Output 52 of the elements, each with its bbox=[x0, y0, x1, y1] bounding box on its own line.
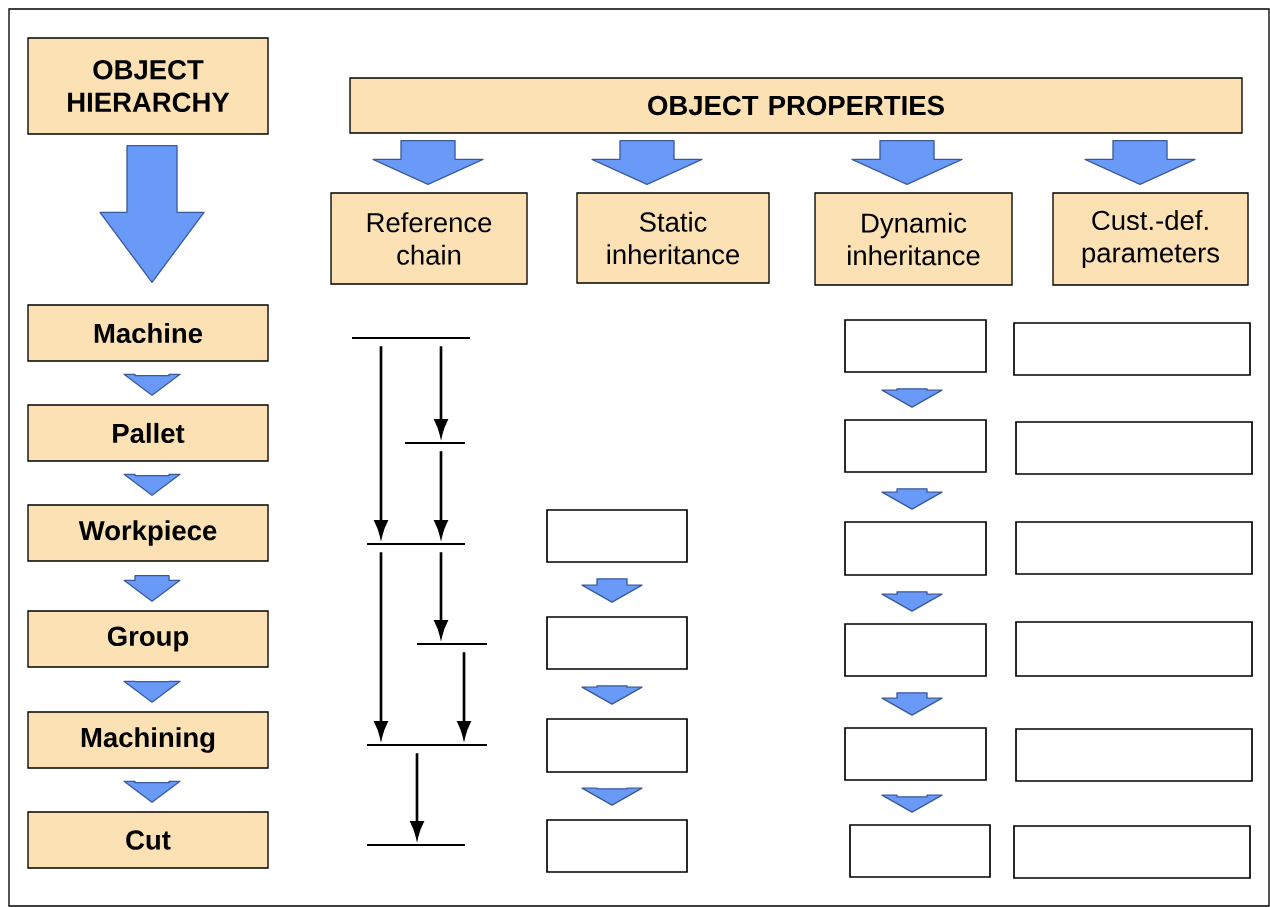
block-arrow bbox=[881, 591, 943, 612]
level-box: Machine bbox=[27, 304, 269, 362]
level-box: Machining bbox=[27, 711, 269, 769]
bar-line bbox=[367, 744, 487, 746]
empty-box bbox=[546, 616, 688, 670]
empty-box bbox=[844, 521, 987, 576]
empty-box bbox=[849, 824, 991, 878]
category-box: Static inheritance bbox=[576, 192, 770, 284]
bar-line bbox=[367, 543, 465, 545]
block-arrow bbox=[99, 145, 205, 283]
category-box: Dynamic inheritance bbox=[814, 192, 1013, 286]
empty-box bbox=[1013, 322, 1251, 376]
empty-box bbox=[546, 509, 688, 563]
block-arrow bbox=[123, 373, 181, 396]
block-arrow bbox=[591, 140, 703, 185]
empty-box bbox=[1015, 621, 1253, 677]
level-box: Workpiece bbox=[27, 504, 269, 562]
category-box: Cust.-def. parameters bbox=[1052, 192, 1249, 286]
block-arrow bbox=[881, 794, 943, 813]
block-arrow bbox=[881, 388, 943, 408]
level-box: Cut bbox=[27, 811, 269, 869]
block-arrow bbox=[881, 692, 943, 716]
block-arrow bbox=[123, 780, 181, 803]
category-box: Reference chain bbox=[330, 192, 528, 285]
level-box: Group bbox=[27, 610, 269, 668]
empty-box bbox=[844, 727, 987, 781]
block-arrow bbox=[851, 140, 963, 185]
block-arrow bbox=[581, 578, 643, 603]
block-arrow bbox=[581, 685, 643, 705]
block-arrow bbox=[881, 488, 943, 510]
header-banner: OBJECT PROPERTIES bbox=[349, 77, 1243, 134]
empty-box bbox=[546, 718, 688, 773]
heading-box: OBJECT HIERARCHY bbox=[27, 37, 269, 135]
empty-box bbox=[844, 623, 987, 677]
empty-box bbox=[844, 319, 987, 373]
bar-line bbox=[352, 337, 470, 339]
empty-box bbox=[844, 419, 987, 473]
empty-box bbox=[1013, 825, 1251, 879]
block-arrow bbox=[1084, 140, 1196, 185]
block-arrow bbox=[372, 140, 484, 185]
empty-box bbox=[1015, 728, 1253, 782]
block-arrow bbox=[123, 575, 181, 602]
bar-line bbox=[367, 844, 465, 846]
empty-box bbox=[546, 819, 688, 873]
bar-line bbox=[405, 442, 465, 444]
empty-box bbox=[1015, 521, 1253, 575]
block-arrow bbox=[581, 787, 643, 806]
level-box: Pallet bbox=[27, 404, 269, 462]
block-arrow bbox=[123, 680, 181, 703]
block-arrow bbox=[123, 473, 181, 496]
empty-box bbox=[1015, 421, 1253, 475]
bar-line bbox=[417, 643, 487, 645]
